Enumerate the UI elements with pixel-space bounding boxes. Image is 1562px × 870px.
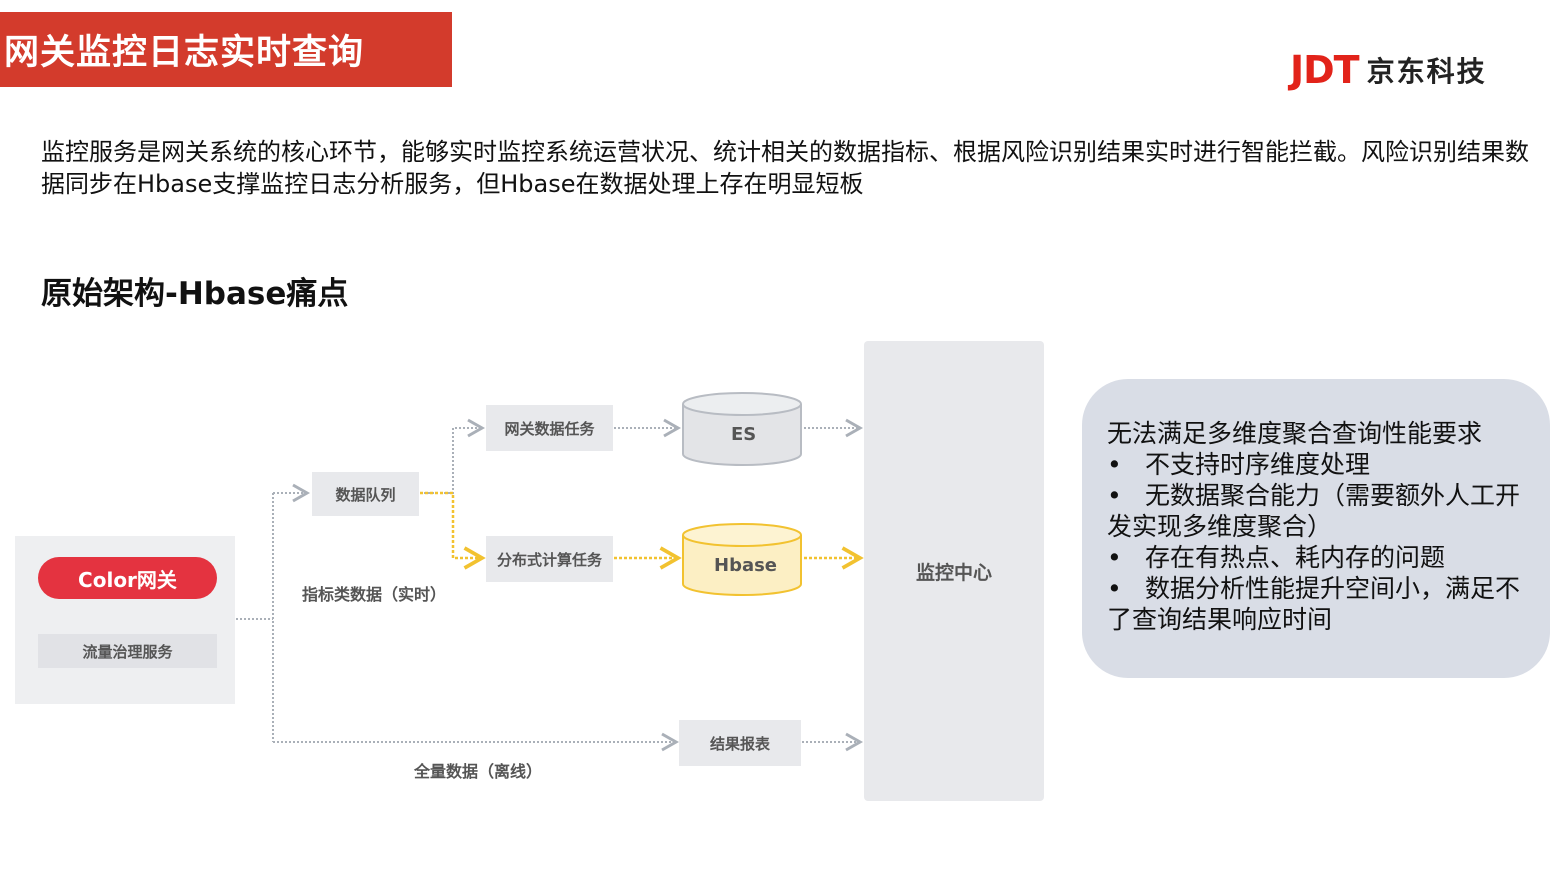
color-gateway-node: Color网关 [38,557,217,599]
title-banner: 网关监控日志实时查询 [0,12,452,87]
offline-full-data-label: 全量数据（离线） [414,762,543,781]
list-item: •存在有热点、耗内存的问题 [1107,543,1446,572]
company-logo: JDT 京东科技 [1290,48,1487,92]
logo-name: 京东科技 [1366,55,1487,88]
pain-points-callout [1082,379,1550,678]
bullet-icon: • [1107,450,1122,479]
list-item: •不支持时序维度处理 [1107,450,1371,479]
logo-mark: JDT [1290,48,1360,92]
distributed-compute-task-node: 分布式计算任务 [486,536,613,582]
connector-queue-distributed-task [420,491,486,570]
gateway-data-task-node: 网关数据任务 [486,405,613,451]
pain-points-list: 无法满足多维度聚合查询性能要求 •不支持时序维度处理 •无数据聚合能力（需要额外… [1107,418,1537,635]
list-item: •数据分析性能提升空间小，满足不了查询结果响应时间 [1107,574,1521,634]
data-queue-node: 数据队列 [312,472,419,516]
connector-queue-gateway-task [420,418,486,494]
list-item: •无数据聚合能力（需要额外人工开发实现多维度聚合） [1107,481,1521,541]
hbase-store-label: Hbase [714,555,778,576]
bullet-icon: • [1107,574,1122,603]
es-cylinder [682,392,802,466]
hbase-cylinder [682,523,802,596]
intro-paragraph: 监控服务是网关系统的核心环节，能够实时监控系统运营状况、统计相关的数据指标、根据… [41,138,1529,198]
bullet-icon: • [1107,543,1122,572]
monitoring-center-node: 监控中心 [864,341,1044,801]
result-report-node: 结果报表 [679,720,801,766]
es-store-label: ES [731,424,757,445]
realtime-metrics-label: 指标类数据（实时） [302,585,447,604]
bullet-icon: • [1107,481,1122,510]
page-title: 网关监控日志实时查询 [4,33,365,73]
traffic-governance-node: 流量治理服务 [38,634,217,668]
pain-points-heading: 无法满足多维度聚合查询性能要求 [1107,419,1483,448]
section-title: 原始架构-Hbase痛点 [41,276,349,312]
